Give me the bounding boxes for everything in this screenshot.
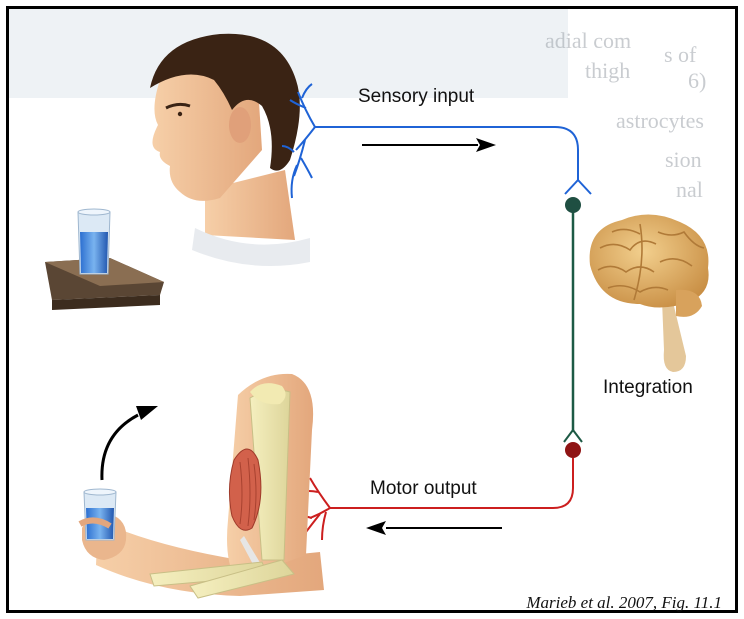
svg-text:thigh: thigh	[585, 58, 630, 83]
glass-of-water-icon	[78, 209, 110, 274]
sensory-input-label: Sensory input	[358, 86, 474, 108]
svg-text:nal: nal	[676, 177, 703, 202]
motor-output-label: Motor output	[370, 478, 477, 500]
svg-text:s of: s of	[664, 42, 697, 67]
synapse-icon	[565, 197, 581, 213]
figure-citation: Marieb et al. 2007, Fig. 11.1	[526, 593, 722, 613]
synapse-icon	[565, 442, 581, 458]
svg-text:astrocytes: astrocytes	[616, 108, 704, 133]
svg-text:adial com: adial com	[545, 28, 631, 53]
svg-text:6): 6)	[688, 68, 706, 93]
glass-of-water-icon	[80, 489, 116, 540]
svg-text:sion: sion	[665, 147, 702, 172]
integration-label: Integration	[603, 377, 693, 399]
